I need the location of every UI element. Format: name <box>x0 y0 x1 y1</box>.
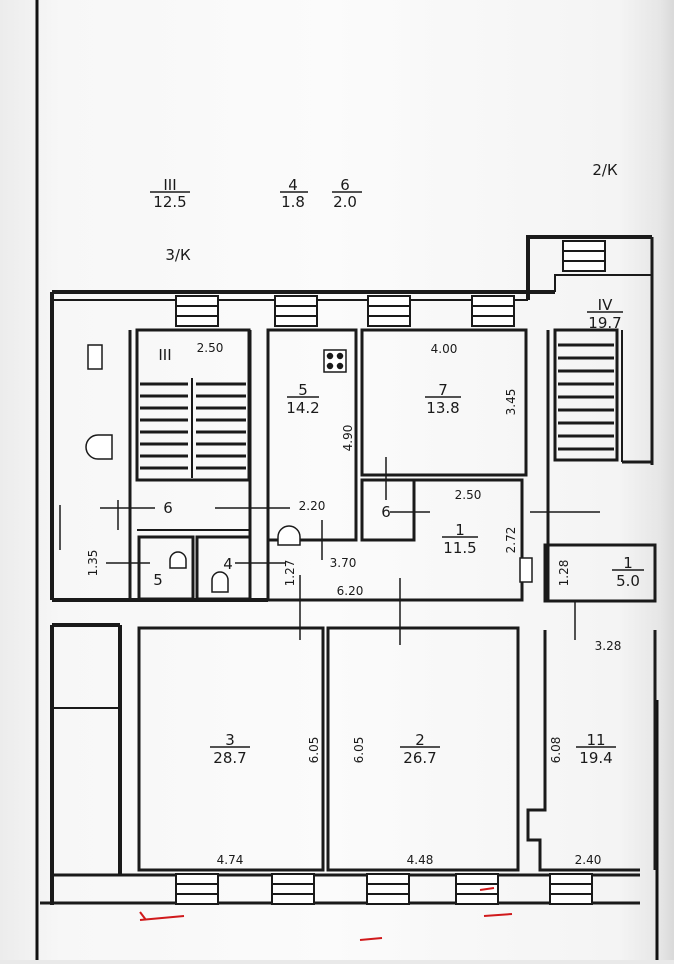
dim-6-08: 6.08 <box>549 737 563 764</box>
red-mark-1 <box>139 915 185 921</box>
label-stair-left: III <box>158 346 171 364</box>
window-1 <box>175 295 219 327</box>
dim-2-50-hall: 2.50 <box>455 488 482 502</box>
label-room-5-num: 5 <box>298 381 308 399</box>
basin-icon <box>85 434 113 460</box>
dim-4-48: 4.48 <box>407 853 434 867</box>
dim-2-50-stair: 2.50 <box>197 341 224 355</box>
dim-4-74: 4.74 <box>217 853 244 867</box>
window-2 <box>274 295 318 327</box>
room-3-walls <box>137 626 325 872</box>
label-room-1r-area: 5.0 <box>616 572 640 590</box>
red-mark-2 <box>139 911 147 921</box>
red-mark-3 <box>479 887 495 891</box>
stove-icon <box>323 349 347 373</box>
dim-2-20: 2.20 <box>299 499 326 513</box>
window-b4 <box>455 873 499 905</box>
dim-4-90: 4.90 <box>341 425 355 452</box>
dim-4-00: 4.00 <box>431 342 458 356</box>
label-room-6-small: 6 <box>381 503 391 521</box>
label-room-1-num: 1 <box>455 521 465 539</box>
dim-1-35: 1.35 <box>86 550 100 577</box>
label-room-7-num: 7 <box>438 381 448 399</box>
label-wc-4: 4 <box>223 555 233 573</box>
window-b5 <box>549 873 593 905</box>
windows-top <box>175 240 606 327</box>
note-room-iii: III <box>163 176 176 194</box>
label-room-7-area: 13.8 <box>426 399 459 417</box>
label-room-3-area: 28.7 <box>213 749 246 767</box>
note-flat-right: 2/К <box>592 161 618 179</box>
window-3 <box>367 295 411 327</box>
stair-right-frame <box>553 328 619 462</box>
window-4 <box>471 295 515 327</box>
label-lobby-6: 6 <box>163 499 173 517</box>
label-room-iv-num: IV <box>598 296 613 314</box>
wc-5-walls <box>137 535 195 601</box>
label-room-2-area: 26.7 <box>403 749 436 767</box>
note-room-iii-area: 12.5 <box>153 193 186 211</box>
label-room-1r-num: 1 <box>623 554 633 572</box>
red-mark-4 <box>483 913 513 917</box>
wc-4-toilet-icon <box>211 571 229 593</box>
toilet-icon <box>277 525 301 546</box>
red-marks <box>139 887 513 941</box>
note-flat-left: 3/К <box>165 246 191 264</box>
room-1-right-walls <box>543 543 657 603</box>
wall-right-block-inner <box>554 274 652 292</box>
label-room-5-area: 14.2 <box>286 399 319 417</box>
stair-treads-right <box>558 343 614 451</box>
dim-1-28: 1.28 <box>557 560 571 587</box>
dim-6-05-room-2: 6.05 <box>352 737 366 764</box>
label-room-3-num: 3 <box>225 731 235 749</box>
radiator-icon <box>519 557 533 583</box>
dim-6-20: 6.20 <box>337 584 364 598</box>
room-7-walls <box>360 328 528 477</box>
window-b3 <box>366 873 410 905</box>
note-room-4-area: 1.8 <box>281 193 305 211</box>
window-5 <box>562 240 606 272</box>
dim-1-27: 1.27 <box>283 560 297 587</box>
wc-4-walls <box>195 535 252 601</box>
stair-treads-left <box>140 378 246 478</box>
label-room-11-area: 19.4 <box>579 749 612 767</box>
meter-icon <box>87 344 103 370</box>
leader-lines <box>59 457 600 645</box>
dimension-labels: 2.50 4.00 3.45 4.90 2.20 2.50 2.72 3.70 … <box>86 341 621 867</box>
dim-2-72: 2.72 <box>504 527 518 554</box>
wc-5-toilet-icon <box>169 551 187 569</box>
dim-3-28: 3.28 <box>595 639 622 653</box>
label-room-iv-area: 19.7 <box>588 314 621 332</box>
room-labels: III 5 14.2 7 13.8 IV 19.7 1 11.5 1 5.0 3… <box>153 296 644 767</box>
red-mark-5 <box>359 937 383 941</box>
room-11-walls <box>526 630 640 872</box>
dim-3-70: 3.70 <box>330 556 357 570</box>
walls <box>40 235 657 905</box>
room-2-walls <box>326 626 520 872</box>
note-room-4: 4 <box>288 176 298 194</box>
fixtures <box>85 344 533 593</box>
dim-6-05-room-3: 6.05 <box>307 737 321 764</box>
wall-right-block-top <box>526 235 652 300</box>
room-5-walls <box>266 328 358 542</box>
windows-bottom <box>175 873 593 905</box>
note-room-6-area: 2.0 <box>333 193 357 211</box>
window-b2 <box>271 873 315 905</box>
dim-3-45: 3.45 <box>504 389 518 416</box>
room-1-walls <box>266 478 524 602</box>
label-wc-5: 5 <box>153 571 163 589</box>
label-room-1-area: 11.5 <box>443 539 476 557</box>
dim-2-40: 2.40 <box>575 853 602 867</box>
window-b1 <box>175 873 219 905</box>
top-notes: III 12.5 4 1.8 6 2.0 3/К 2/К <box>150 161 618 264</box>
room-6-small-walls <box>360 478 416 542</box>
note-room-6: 6 <box>340 176 350 194</box>
label-room-11-num: 11 <box>586 731 605 749</box>
label-room-2-num: 2 <box>415 731 425 749</box>
